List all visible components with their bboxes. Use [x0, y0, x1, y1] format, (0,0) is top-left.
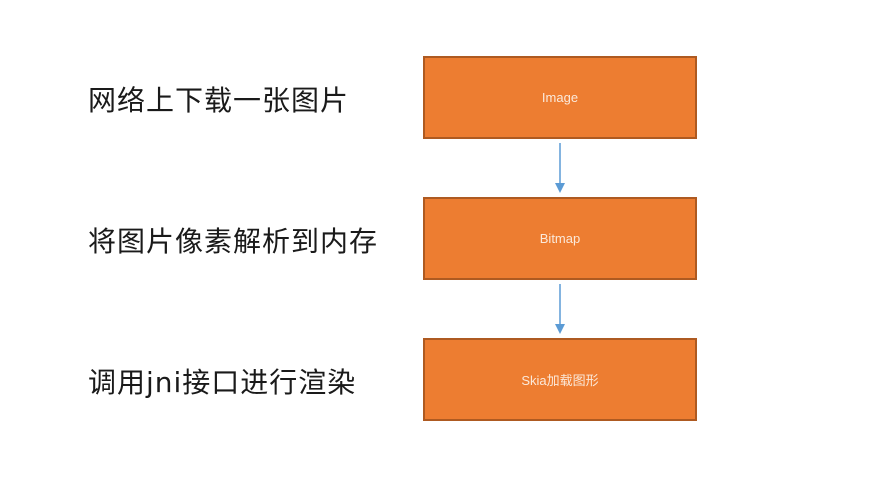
flow-box-skia: Skia加载图形: [423, 338, 697, 421]
arrow-down-icon: [555, 143, 565, 193]
step-description-render: 调用jni接口进行渲染: [88, 366, 357, 399]
arrow-down-icon: [555, 284, 565, 334]
flow-box-label: Skia加载图形: [521, 373, 599, 388]
flow-box-image: Image: [423, 56, 697, 139]
flow-box-bitmap: Bitmap: [423, 197, 697, 280]
flow-box-label: Bitmap: [539, 231, 581, 246]
step-description-download: 网络上下载一张图片: [88, 84, 350, 117]
step-description-decode: 将图片像素解析到内存: [88, 225, 379, 258]
flow-box-label: Image: [541, 90, 579, 105]
